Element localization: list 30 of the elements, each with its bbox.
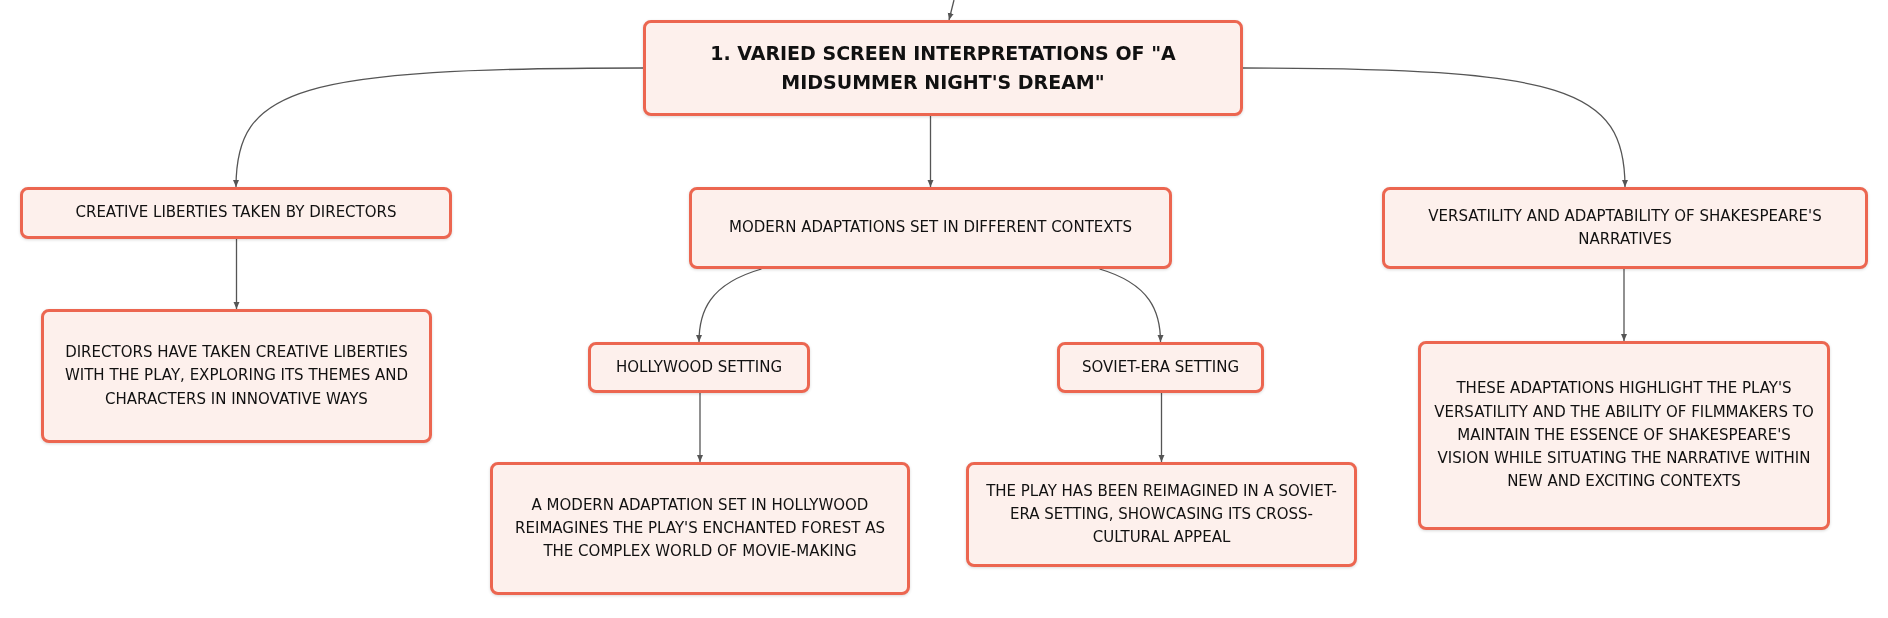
node-text: THE PLAY HAS BEEN REIMAGINED IN A SOVIET-ERA SETTING, SHOWCASING ITS CROSS-CULTURAL APPEAL <box>985 480 1338 549</box>
subtopic-box <box>1057 342 1264 393</box>
connector-arrow <box>947 0 955 21</box>
connector-arrow <box>1098 268 1164 343</box>
connector-arrow <box>697 392 703 463</box>
connector-arrow <box>1158 392 1165 463</box>
node-text: THESE ADAPTATIONS HIGHLIGHT THE PLAY'S VERSATILITY AND THE ABILITY OF FILMMAKERS TO MAINTAIN THE ESSENCE OF SHAKESPEARE'S VISION WHILE SITUATING THE NARRATIVE WITHIN NEW AND EXCITING CONTEXTS <box>1433 378 1815 493</box>
subtopic-box <box>966 462 1357 567</box>
node-text: HOLLYWOOD SETTING <box>615 356 783 378</box>
node-text: CREATIVE LIBERTIES TAKEN BY DIRECTORS <box>75 202 397 224</box>
node-text: A MODERN ADAPTATION SET IN HOLLYWOOD REIMAGINES THE PLAY'S ENCHANTED FOREST AS THE COMPLEX WORLD OF MOVIE-MAKING <box>514 494 886 563</box>
node-text: DIRECTORS HAVE TAKEN CREATIVE LIBERTIES WITH THE PLAY, EXPLORING ITS THEMES AND CHARACTERS IN INNOVATIVE WAYS <box>63 342 410 410</box>
connector-arrow <box>927 115 934 188</box>
connector-arrow <box>233 67 644 188</box>
subtopic-box <box>20 187 452 239</box>
subtopic-box <box>1418 341 1830 530</box>
connector-arrow <box>233 238 240 310</box>
connector-arrow <box>1621 268 1627 342</box>
subtopic-box <box>689 187 1172 269</box>
connector-arrow <box>1242 67 1628 188</box>
subtopic-box <box>490 462 910 595</box>
node-text: VERSATILITY AND ADAPTABILITY OF SHAKESPEARE'S NARRATIVES <box>1427 205 1823 250</box>
subtopic-box <box>588 342 810 393</box>
topic-box <box>643 20 1243 116</box>
node-text: SOVIET-ERA SETTING <box>1081 356 1240 378</box>
node-text: 1. VARIED SCREEN INTERPRETATIONS OF "A MIDSUMMER NIGHT'S DREAM" <box>709 40 1177 95</box>
node-text: MODERN ADAPTATIONS SET IN DIFFERENT CONTEXTS <box>729 217 1132 239</box>
subtopic-box <box>1382 187 1868 269</box>
connector-arrow <box>696 268 763 343</box>
subtopic-box <box>41 309 432 443</box>
